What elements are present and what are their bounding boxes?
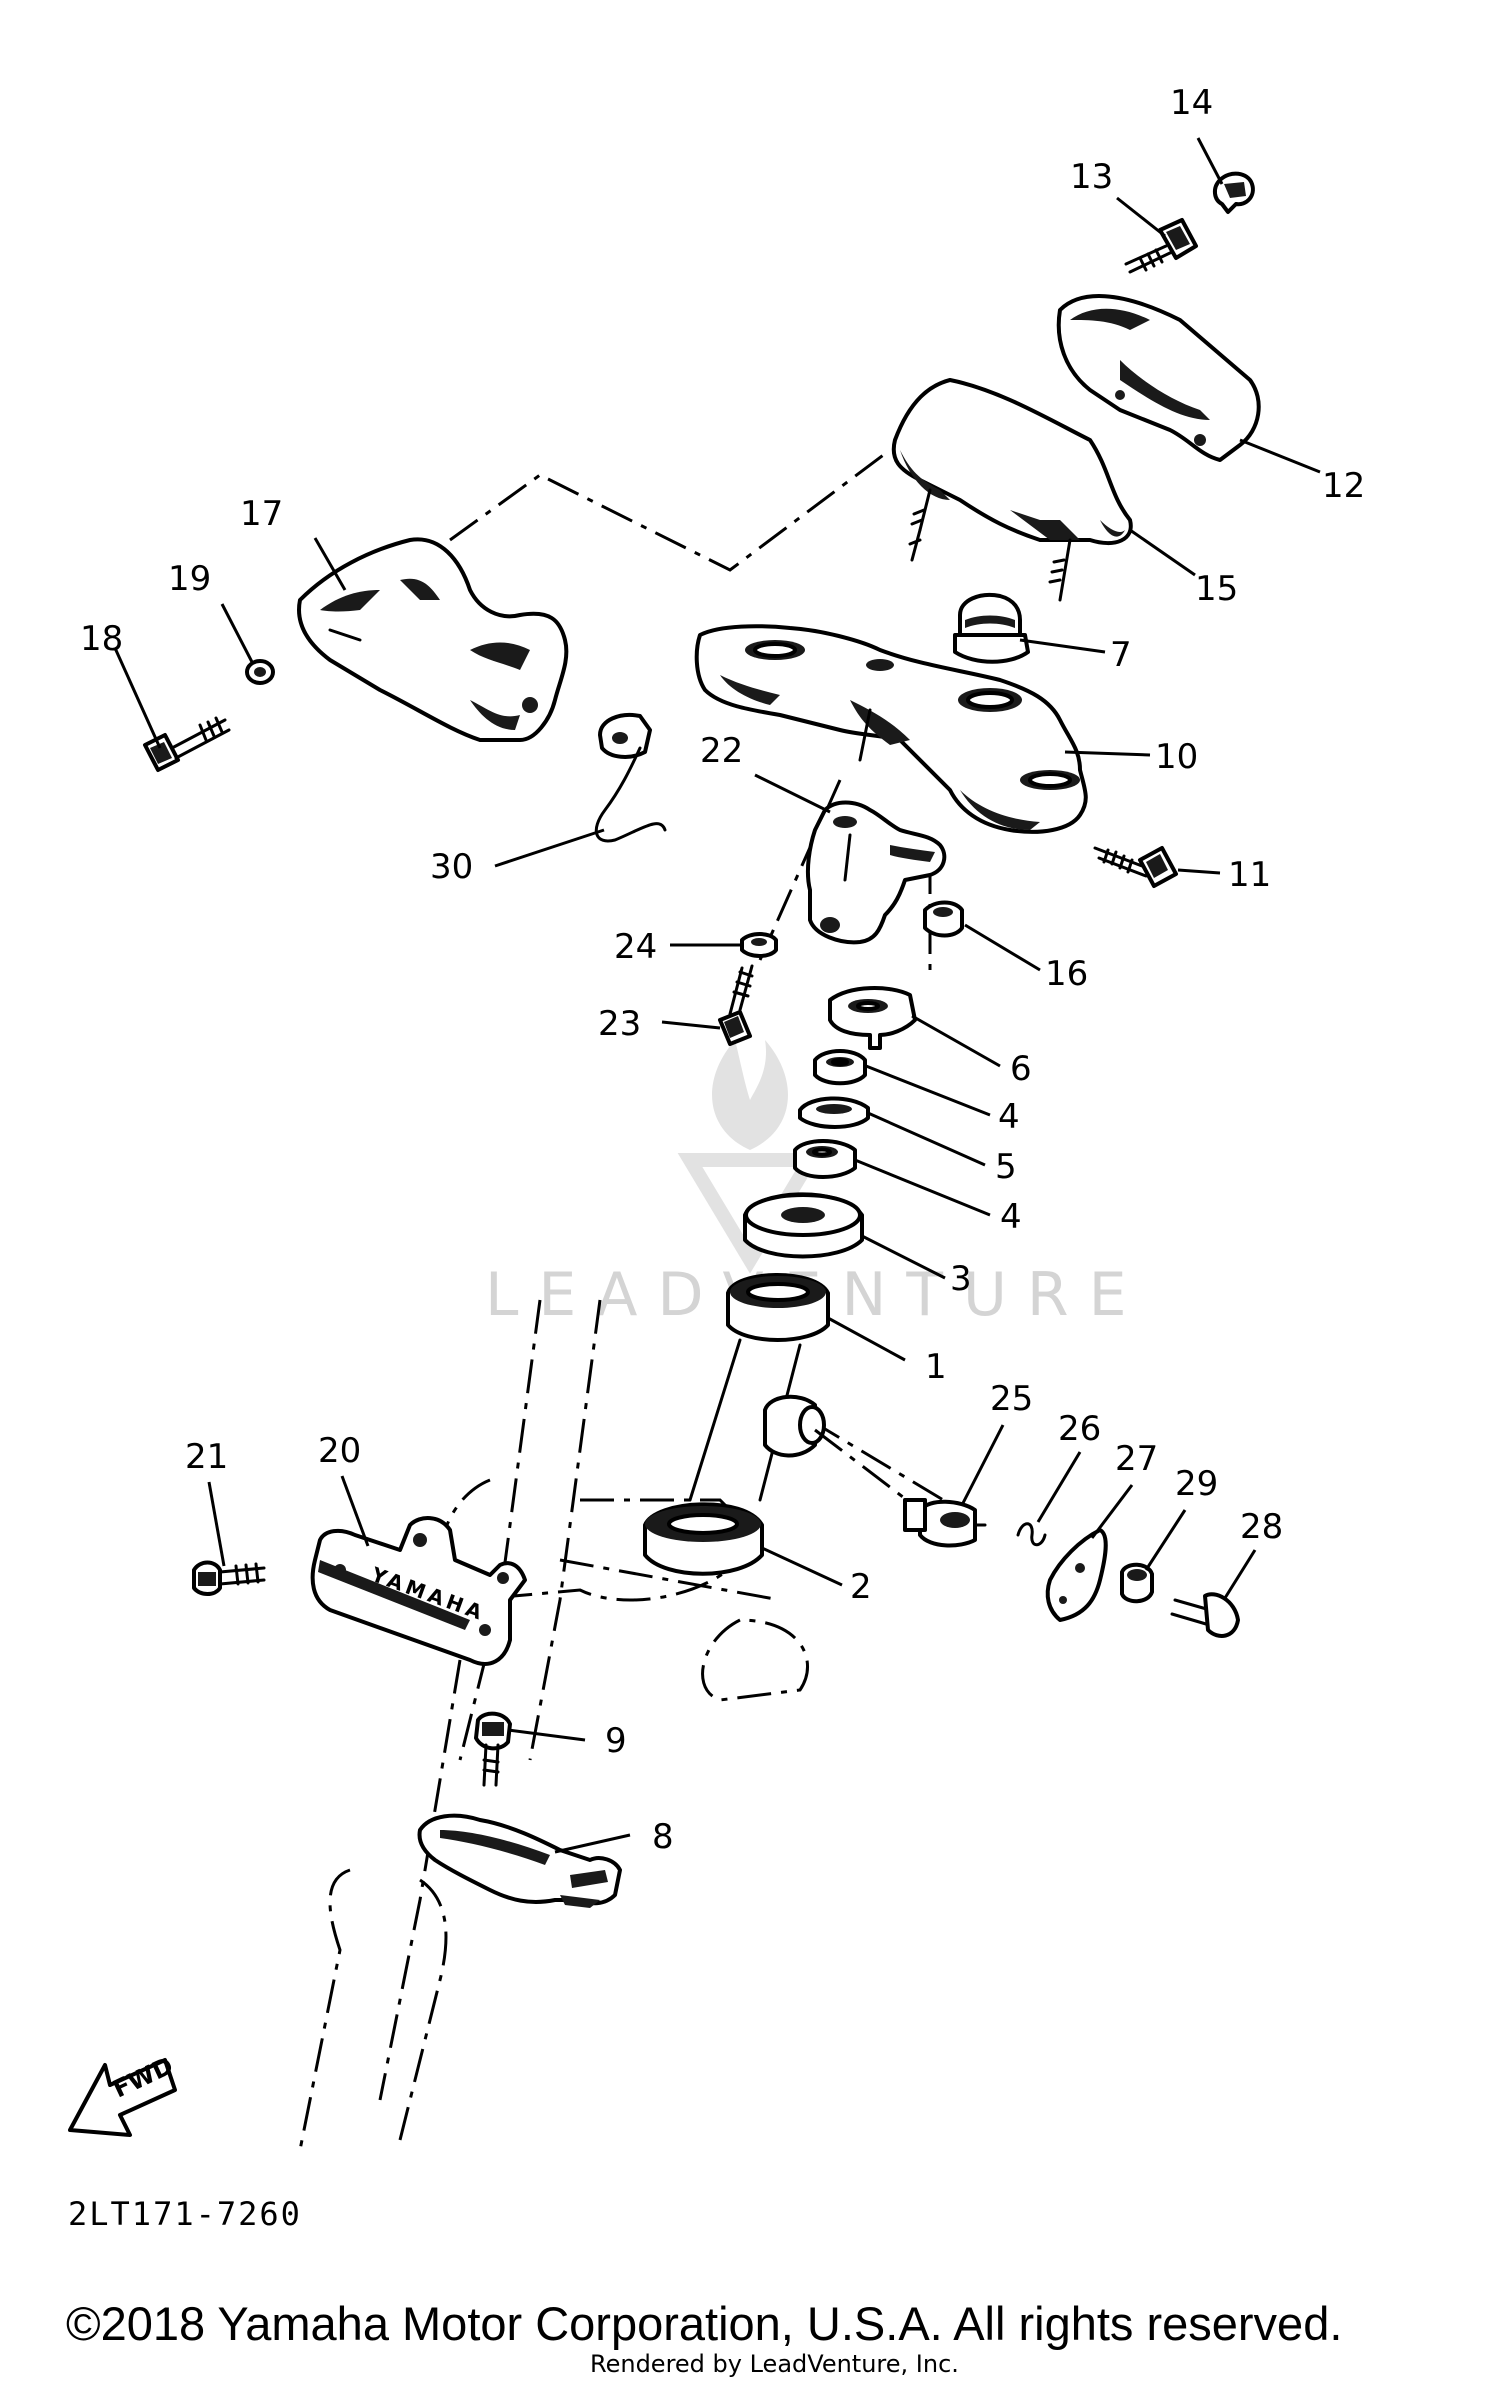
callout-25[interactable]: 25 — [990, 1379, 1033, 1419]
callout-30[interactable]: 30 — [430, 847, 473, 887]
part-13-bolt[interactable] — [1124, 218, 1198, 274]
part-11-bolt[interactable] — [1093, 846, 1178, 888]
part-10-upper-bracket[interactable] — [694, 624, 1088, 834]
part-3-bearing-cover[interactable] — [743, 1192, 864, 1259]
callout-3[interactable]: 3 — [950, 1259, 972, 1299]
callout-12[interactable]: 12 — [1322, 466, 1365, 506]
part-16-nut[interactable] — [923, 900, 964, 938]
callout-18[interactable]: 18 — [80, 619, 123, 659]
callout-7[interactable]: 7 — [1110, 635, 1132, 675]
part-28-screw[interactable] — [1170, 1592, 1240, 1638]
callout-17[interactable]: 17 — [240, 494, 283, 534]
callout-20[interactable]: 20 — [318, 1431, 361, 1471]
callout-14[interactable]: 14 — [1170, 83, 1213, 123]
part-24-nut[interactable] — [740, 932, 778, 958]
forward-arrow-icon: FWD — [68, 2052, 177, 2137]
callout-1[interactable]: 1 — [925, 1347, 947, 1387]
part-14-screw[interactable] — [1213, 171, 1255, 214]
stem-sleeve — [763, 1394, 921, 1512]
callout-11[interactable]: 11 — [1228, 855, 1271, 895]
callout-2[interactable]: 2 — [850, 1567, 872, 1607]
copyright-text: ©2018 Yamaha Motor Corporation, U.S.A. A… — [66, 2297, 1342, 2350]
part-27-plate[interactable] — [1045, 1528, 1108, 1622]
callout-29[interactable]: 29 — [1175, 1464, 1218, 1504]
part-21-bolt[interactable] — [192, 1560, 266, 1596]
callout-5[interactable]: 5 — [995, 1147, 1017, 1187]
callout-24[interactable]: 24 — [614, 927, 657, 967]
part-2-bearing[interactable] — [643, 1502, 764, 1576]
part-4-ring-nut-upper[interactable] — [813, 1049, 867, 1086]
callout-4-upper[interactable]: 4 — [998, 1097, 1020, 1137]
part-29-collar[interactable] — [1120, 1562, 1154, 1604]
callout-19[interactable]: 19 — [168, 559, 211, 599]
part-23-bolt[interactable] — [718, 964, 754, 1046]
callout-15[interactable]: 15 — [1195, 569, 1238, 609]
callout-4-lower[interactable]: 4 — [1000, 1197, 1022, 1237]
callout-26[interactable]: 26 — [1058, 1409, 1101, 1449]
part-5-washer[interactable] — [798, 1096, 870, 1129]
part-30-clip[interactable] — [594, 713, 667, 843]
part-20-emblem-bracket[interactable]: YAMAHA — [310, 1516, 527, 1666]
callout-leaders — [113, 137, 1321, 1854]
part-9-bolt[interactable] — [474, 1711, 512, 1787]
callout-21[interactable]: 21 — [185, 1437, 228, 1477]
part-6-lock-washer[interactable] — [828, 986, 917, 1050]
part-1-bearing[interactable] — [726, 1273, 830, 1342]
fork-outline — [298, 1868, 448, 2151]
callout-22[interactable]: 22 — [700, 731, 743, 771]
callout-23[interactable]: 23 — [598, 1004, 641, 1044]
rendered-by-text: Rendered by LeadVenture, Inc. — [590, 2350, 959, 2378]
callout-13[interactable]: 13 — [1070, 157, 1113, 197]
callout-6[interactable]: 6 — [1010, 1049, 1032, 1089]
part-26-spring[interactable] — [1016, 1522, 1047, 1547]
part-15-lower-holder[interactable] — [891, 378, 1133, 602]
part-25-lock-cylinder[interactable] — [903, 1498, 987, 1548]
callout-9[interactable]: 9 — [605, 1721, 627, 1761]
part-8-plate[interactable] — [417, 1813, 622, 1908]
callout-16[interactable]: 16 — [1045, 954, 1088, 994]
part-19-washer[interactable] — [245, 659, 275, 685]
part-17-holder-cap[interactable] — [297, 537, 569, 742]
part-12-holder-cap[interactable] — [1056, 294, 1261, 462]
callout-10[interactable]: 10 — [1155, 737, 1198, 777]
callout-numbers: 14 13 12 15 7 10 11 16 17 19 18 30 22 24… — [80, 83, 1365, 1857]
callout-27[interactable]: 27 — [1115, 1439, 1158, 1479]
callout-8[interactable]: 8 — [652, 1817, 674, 1857]
part-18-bolt[interactable] — [143, 716, 231, 772]
callout-28[interactable]: 28 — [1240, 1507, 1283, 1547]
part-22-bracket[interactable] — [805, 800, 947, 945]
part-7-cap-nut[interactable] — [953, 593, 1030, 664]
part-4-ring-nut-lower[interactable] — [793, 1139, 857, 1179]
diagram-code: 2LT171-7260 — [68, 2195, 302, 2233]
